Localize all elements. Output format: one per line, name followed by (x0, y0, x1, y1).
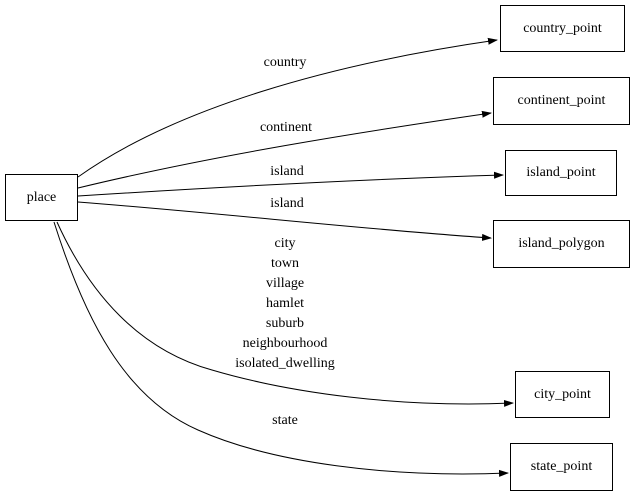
edge-place-state_point (53, 221, 509, 477)
edge-place-island_point (77, 171, 504, 197)
edge-place-island_polygon (77, 201, 492, 241)
edge-place-country_point (77, 37, 498, 178)
node-place: place (5, 174, 78, 221)
edge-label-island-polygon: island (270, 196, 304, 211)
edge-place-city_point (56, 221, 514, 407)
node-state-point: state_point (510, 443, 613, 491)
edge-label-state: state (272, 413, 298, 428)
edge-label-country: country (263, 55, 307, 70)
edge-label-island-point: island (270, 164, 304, 179)
edge-label-continent: continent (259, 120, 313, 135)
node-country-point: country_point (500, 5, 625, 52)
node-city-point: city_point (515, 371, 610, 418)
node-island-polygon: island_polygon (493, 220, 630, 268)
node-continent-point: continent_point (493, 77, 630, 125)
edge-label-city-group: city town village hamlet suburb neighbou… (235, 236, 335, 371)
node-island-point: island_point (505, 150, 617, 196)
edge-place-continent_point (77, 110, 492, 189)
